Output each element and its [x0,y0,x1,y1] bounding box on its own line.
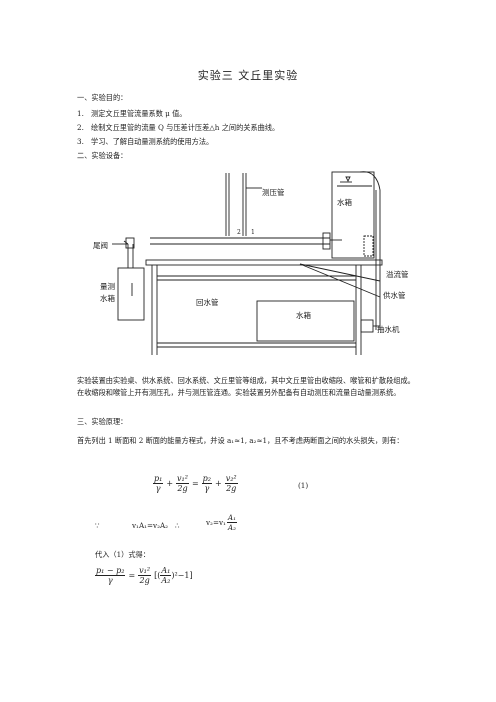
substitute-line: 代入（1）式得： [95,550,150,559]
principle-heading: 三、实验原理： [77,417,128,426]
label-supply-pipe: 供水管 [383,290,406,300]
equipment-heading: 二、实验设备： [77,151,128,160]
equipment-description: 实验装置由实验桌、供水系统、回水系统、文丘里管等组成，其中文丘里管由收缩段、喉管… [77,376,415,397]
label-piezometer: 测压管 [262,187,285,197]
label-tank-bottom: 水箱 [296,310,311,320]
label-tank-top: 水箱 [337,197,352,207]
label-point-2: 2 [237,229,241,236]
label-point-1: 1 [251,229,255,236]
equation-number-1: (1) [298,481,309,490]
label-measure-tank-2: 水箱 [100,293,115,303]
continuity-equation: v₁A₁=v₂A₂ [132,521,169,530]
principle-description: 首先列出 1 断面和 2 断面的能量方程式，并设 a₁≈1, a₂≈1，且不考虑… [77,436,404,445]
purpose-heading: 一、实验目的： [77,93,128,102]
therefore-symbol: ∴ [175,521,180,530]
purpose-item-num-3: 3. [77,137,84,146]
purpose-item-2: 绘制文丘里管的流量 Q 与压差计压差△h 之间的关系曲线。 [91,123,280,132]
label-pump: 抽水机 [377,324,400,334]
label-tail-valve: 尾阀 [93,241,108,250]
purpose-item-num-2: 2. [77,123,84,132]
purpose-item-1: 测定文丘里管流量系数 μ 值。 [91,109,187,118]
v2-expression-prefix: v₂=v₁ [206,518,226,527]
label-overflow-pipe: 溢流管 [386,269,409,279]
label-measure-tank-1: 量测 [100,282,115,291]
label-return-pipe: 回水管 [196,297,219,307]
page-title: 实验三 文丘里实验 [197,69,299,82]
purpose-item-num-1: 1. [77,109,84,118]
purpose-item-3: 学习、了解自动量测系统的使用方法。 [91,137,214,146]
because-symbol: ∵ [95,521,100,530]
